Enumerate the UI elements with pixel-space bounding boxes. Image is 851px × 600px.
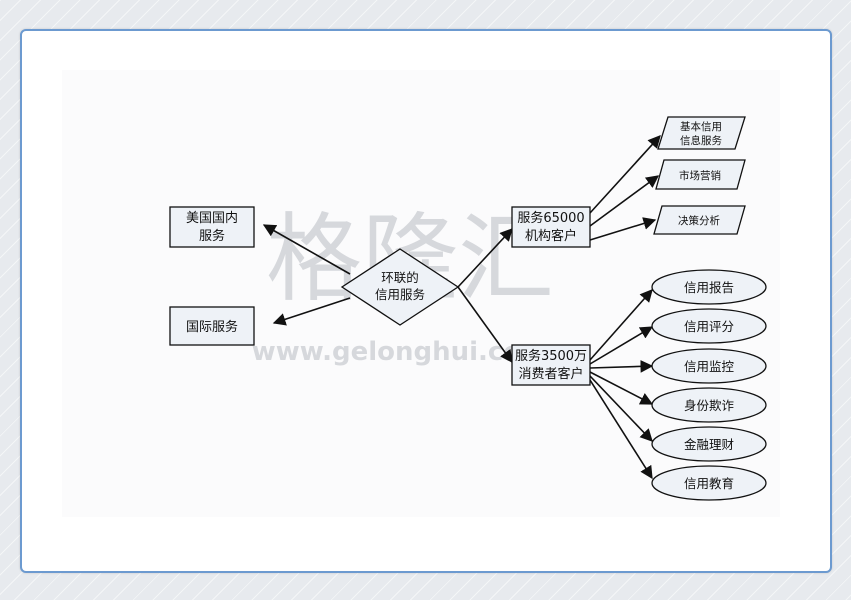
edge-inst-marketing: [589, 175, 660, 227]
edge-cons-identity: [589, 371, 654, 405]
consumer-services: 信用报告 信用评分 信用监控 身份欺诈 金融理财 信用教育: [651, 269, 767, 501]
node-institutional-line1: 服务65000: [517, 210, 584, 226]
node-international-label: 国际服务: [186, 319, 238, 335]
node-center-line1: 环联的: [381, 270, 419, 285]
node-center-line2: 信用服务: [375, 287, 425, 302]
edge-center-international: [272, 297, 351, 326]
inst-service-basic: 基本信用 信息服务: [657, 116, 746, 150]
cons-service-education-shape: [651, 465, 767, 501]
cons-service-report-shape: [651, 269, 767, 305]
cons-service-finance-shape: [651, 426, 767, 462]
node-center: 环联的 信用服务: [340, 248, 460, 326]
node-institutional-line2: 机构客户: [525, 228, 577, 244]
node-consumer: 服务3500万 消费者客户: [511, 344, 591, 386]
inst-service-decision-label: 决策分析: [678, 214, 720, 227]
node-domestic: 美国国内 服务: [169, 206, 255, 248]
cons-service-identity-shape: [651, 387, 767, 423]
inst-service-decision: 决策分析: [653, 205, 746, 235]
edge-cons-education: [589, 379, 653, 480]
inst-service-marketing-label: 市场营销: [679, 169, 721, 182]
edge-cons-score: [589, 326, 654, 365]
node-consumer-line1: 服务3500万: [515, 348, 587, 364]
inst-service-marketing: 市场营销: [655, 159, 746, 190]
cons-service-identity: 身份欺诈: [684, 398, 735, 413]
watermark-url: www.gelonghui.com: [252, 337, 549, 367]
edge-cons-report: [589, 289, 653, 361]
node-domestic-line1: 美国国内: [186, 210, 238, 226]
node-consumer-line2: 消费者客户: [518, 366, 583, 382]
cons-service-monitor-shape: [651, 348, 767, 384]
cons-service-education: 信用教育: [684, 476, 734, 491]
cons-service-report: 信用报告: [684, 280, 734, 295]
edge-center-institutional: [457, 228, 513, 288]
cons-service-finance: 金融理财: [684, 437, 734, 452]
edge-cons-monitor: [589, 359, 654, 373]
cons-service-score-shape: [651, 308, 767, 344]
inst-service-basic-line1: 基本信用: [680, 120, 722, 133]
cons-service-monitor: 信用监控: [684, 359, 735, 374]
connectors: [262, 135, 661, 480]
edge-inst-basic: [589, 135, 661, 214]
inst-service-basic-line2: 信息服务: [680, 134, 722, 147]
edge-cons-finance: [589, 375, 653, 442]
edge-center-domestic: [262, 224, 351, 275]
node-international: 国际服务: [169, 306, 255, 346]
edge-inst-decision: [589, 217, 657, 241]
node-institutional: 服务65000 机构客户: [511, 206, 591, 248]
node-domestic-line2: 服务: [199, 228, 225, 244]
edge-center-consumer: [457, 286, 513, 364]
cons-service-score: 信用评分: [684, 319, 734, 334]
